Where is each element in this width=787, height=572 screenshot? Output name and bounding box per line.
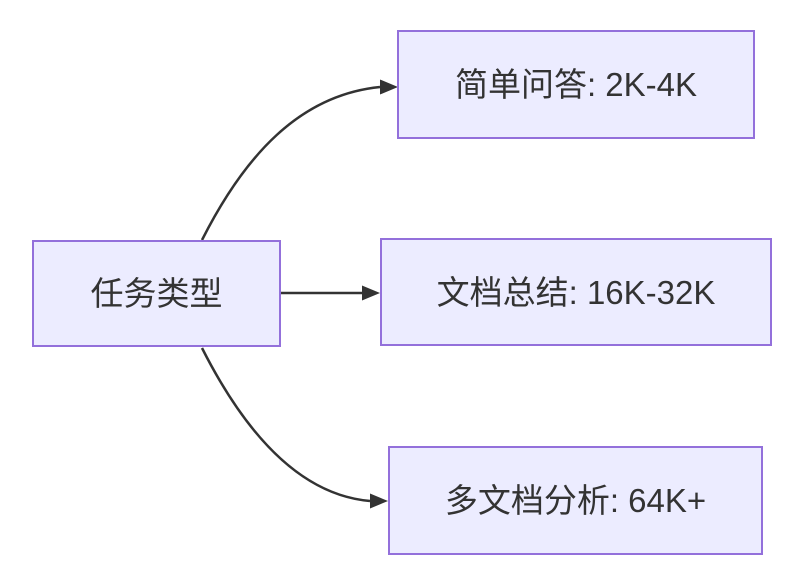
edge-to-multi-doc-analysis xyxy=(200,347,388,509)
arrowhead-icon xyxy=(380,79,398,95)
node-simple-qa-label: 简单问答: 2K-4K xyxy=(454,66,698,103)
node-multi-doc-analysis-label: 多文档分析: 64K+ xyxy=(444,482,707,519)
node-task-type-label: 任务类型 xyxy=(90,275,223,312)
edge-to-doc-summary xyxy=(281,285,380,301)
node-multi-doc-analysis: 多文档分析: 64K+ xyxy=(388,446,763,555)
node-doc-summary-label: 文档总结: 16K-32K xyxy=(436,273,716,311)
node-simple-qa: 简单问答: 2K-4K xyxy=(397,30,755,139)
arrowhead-icon xyxy=(370,493,388,509)
arrowhead-icon xyxy=(362,285,380,301)
node-doc-summary: 文档总结: 16K-32K xyxy=(380,238,772,346)
node-task-type: 任务类型 xyxy=(32,240,281,347)
edge-to-simple-qa xyxy=(200,79,398,241)
